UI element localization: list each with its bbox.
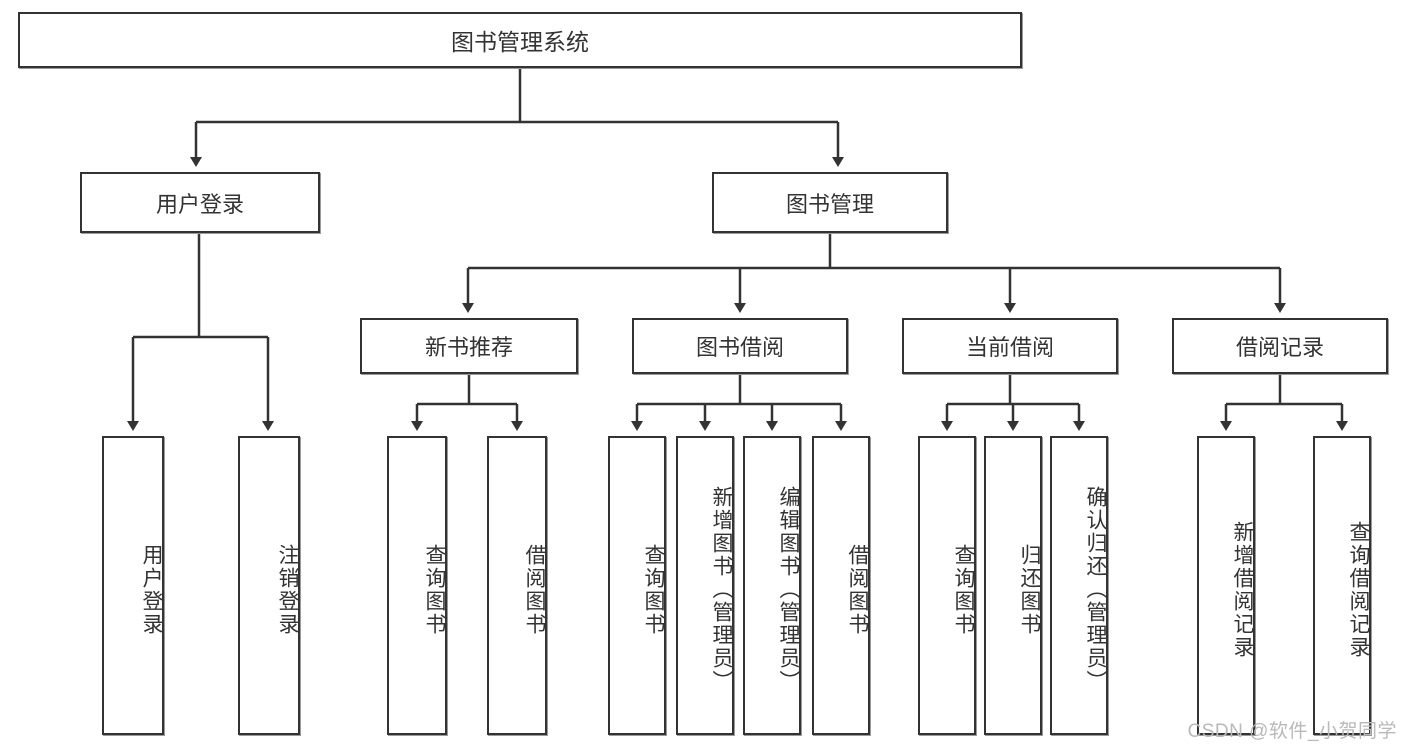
node-label: 编辑图书（管理员） — [777, 486, 800, 693]
node-root-system[interactable]: 图书管理系统 — [18, 12, 1022, 68]
node-label: 查询图书 — [642, 543, 665, 636]
node-label: 图书借阅 — [695, 335, 784, 360]
leaf-user-login[interactable]: 用户登录 — [102, 436, 164, 735]
node-borrow-record[interactable]: 借阅记录 — [1172, 318, 1388, 374]
leaf-logout[interactable]: 注销登录 — [238, 436, 300, 735]
leaf-confirm-return-admin[interactable]: 确认归还（管理员） — [1050, 436, 1108, 735]
node-book-management[interactable]: 图书管理 — [712, 172, 948, 233]
node-new-book-recommend[interactable]: 新书推荐 — [360, 318, 578, 374]
csdn-watermark: CSDN @软件_小贺同学 — [1187, 721, 1397, 742]
leaf-borrow-book[interactable]: 借阅图书 — [812, 436, 870, 735]
leaf-query-book-current[interactable]: 查询图书 — [918, 436, 976, 735]
node-label: 查询图书 — [952, 543, 975, 636]
leaf-edit-book-admin[interactable]: 编辑图书（管理员） — [743, 436, 801, 735]
node-label: 新增图书（管理员） — [710, 486, 733, 693]
node-label: 新增借阅记录 — [1231, 520, 1254, 659]
node-label: 新书推荐 — [424, 335, 513, 360]
node-book-borrow[interactable]: 图书借阅 — [632, 318, 848, 374]
node-label: 查询借阅记录 — [1347, 520, 1370, 659]
node-label: 当前借阅 — [965, 335, 1054, 360]
node-label: 归还图书 — [1018, 543, 1041, 636]
node-label: 用户登录 — [155, 191, 244, 217]
node-label: 图书管理系统 — [451, 29, 589, 55]
leaf-query-book-borrow[interactable]: 查询图书 — [608, 436, 666, 735]
node-label: 用户登录 — [140, 543, 163, 636]
node-label: 注销登录 — [276, 543, 299, 636]
leaf-add-book-admin[interactable]: 新增图书（管理员） — [676, 436, 734, 735]
leaf-add-borrow-record[interactable]: 新增借阅记录 — [1197, 436, 1255, 735]
node-label: 查询图书 — [423, 543, 446, 636]
node-current-borrow[interactable]: 当前借阅 — [902, 318, 1118, 374]
leaf-query-book-recommend[interactable]: 查询图书 — [387, 436, 447, 735]
node-label: 借阅记录 — [1235, 335, 1324, 360]
node-label: 借阅图书 — [523, 543, 546, 636]
node-label: 图书管理 — [785, 191, 874, 217]
leaf-query-borrow-record[interactable]: 查询借阅记录 — [1313, 436, 1371, 735]
leaf-return-book[interactable]: 归还图书 — [984, 436, 1042, 735]
node-user-login[interactable]: 用户登录 — [80, 172, 320, 233]
node-label: 借阅图书 — [846, 543, 869, 636]
leaf-borrow-book-recommend[interactable]: 借阅图书 — [487, 436, 547, 735]
node-label: 确认归还（管理员） — [1084, 486, 1107, 693]
